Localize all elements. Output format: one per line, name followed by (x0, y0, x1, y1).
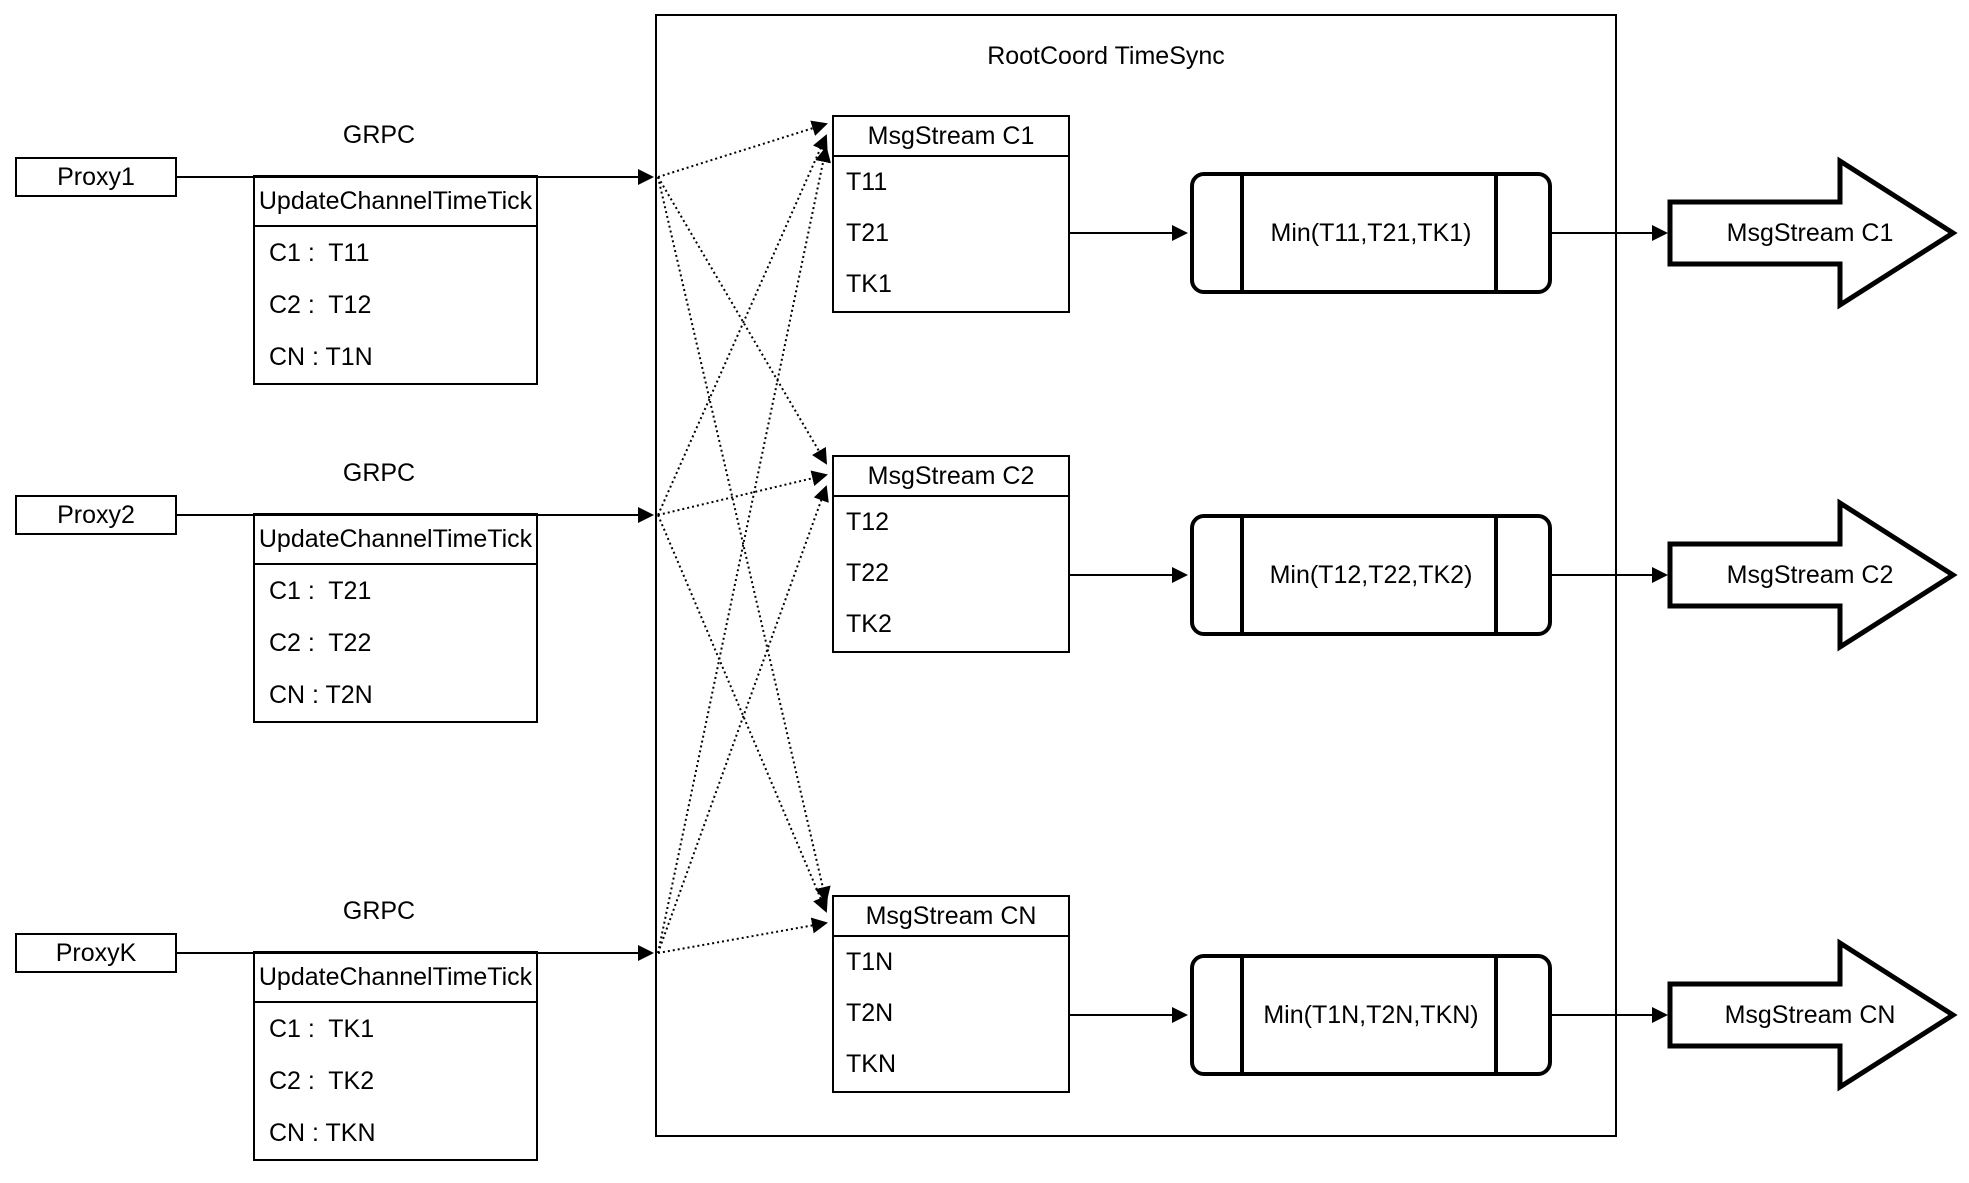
msgstream-box-c2-tick: TK2 (846, 610, 892, 638)
min-box-c2: Min(T12,T22,TK2) (1190, 514, 1552, 636)
msgstream-box-c2: MsgStream C2 T12 T22 TK2 (832, 455, 1070, 653)
min-box-cn: Min(T1N,T2N,TKN) (1190, 954, 1552, 1076)
rpc-table-1-entry: CN : T1N (269, 343, 373, 371)
rpc-table-2-entry: C1 : T21 (269, 577, 372, 605)
min-box-right-divider (1494, 518, 1498, 632)
msgstream-box-cn-tick: TKN (846, 1050, 896, 1078)
rpc-table-2: UpdateChannelTimeTick C1 : T21 C2 : T22 … (253, 513, 538, 723)
rpc-table-3-entry: C2 : TK2 (269, 1067, 375, 1095)
msgstream-box-c2-header: MsgStream C2 (834, 457, 1068, 497)
msgstream-box-c1-tick: T11 (846, 168, 888, 196)
msgstream-box-cn-tick: T1N (846, 948, 894, 976)
grpc-label-3: GRPC (342, 897, 416, 925)
msgstream-box-c1: MsgStream C1 T11 T21 TK1 (832, 115, 1070, 313)
rpc-table-1: UpdateChannelTimeTick C1 : T11 C2 : T12 … (253, 175, 538, 385)
proxy2-box: Proxy2 (15, 495, 177, 535)
min-box-right-divider (1494, 176, 1498, 290)
grpc-label-1: GRPC (342, 121, 416, 149)
rpc-table-1-entry: C2 : T12 (269, 291, 372, 319)
output-label-c1: MsgStream C1 (1726, 219, 1894, 247)
rpc-table-2-entry: CN : T2N (269, 681, 373, 709)
msgstream-box-cn: MsgStream CN T1N T2N TKN (832, 895, 1070, 1093)
output-label-cn: MsgStream CN (1724, 1001, 1896, 1029)
rpc-table-2-entry: C2 : T22 (269, 629, 372, 657)
msgstream-box-c1-header: MsgStream C1 (834, 117, 1068, 157)
rpc-table-1-entry: C1 : T11 (269, 239, 370, 267)
min-box-right-divider (1494, 958, 1498, 1072)
min-box-c1: Min(T11,T21,TK1) (1190, 172, 1552, 294)
min-box-c1-label: Min(T11,T21,TK1) (1270, 218, 1472, 247)
min-box-cn-label: Min(T1N,T2N,TKN) (1263, 1000, 1479, 1029)
rootcoord-title: RootCoord TimeSync (987, 42, 1225, 70)
grpc-label-2: GRPC (342, 459, 416, 487)
msgstream-box-cn-header: MsgStream CN (834, 897, 1068, 937)
rpc-table-3-header: UpdateChannelTimeTick (255, 953, 536, 1003)
rpc-table-3-entry: CN : TKN (269, 1119, 376, 1147)
rpc-table-2-header: UpdateChannelTimeTick (255, 515, 536, 565)
min-box-left-divider (1240, 176, 1244, 290)
proxyk-box: ProxyK (15, 933, 177, 973)
msgstream-box-cn-tick: T2N (846, 999, 894, 1027)
msgstream-box-c1-tick: T21 (846, 219, 890, 247)
msgstream-box-c1-tick: TK1 (846, 270, 892, 298)
rpc-table-3: UpdateChannelTimeTick C1 : TK1 C2 : TK2 … (253, 951, 538, 1161)
rpc-table-3-entry: C1 : TK1 (269, 1015, 375, 1043)
min-box-left-divider (1240, 518, 1244, 632)
msgstream-box-c2-tick: T12 (846, 508, 890, 536)
proxy1-box: Proxy1 (15, 157, 177, 197)
rpc-table-1-header: UpdateChannelTimeTick (255, 177, 536, 227)
output-label-c2: MsgStream C2 (1726, 561, 1894, 589)
min-box-c2-label: Min(T12,T22,TK2) (1269, 560, 1473, 589)
msgstream-box-c2-tick: T22 (846, 559, 890, 587)
min-box-left-divider (1240, 958, 1244, 1072)
